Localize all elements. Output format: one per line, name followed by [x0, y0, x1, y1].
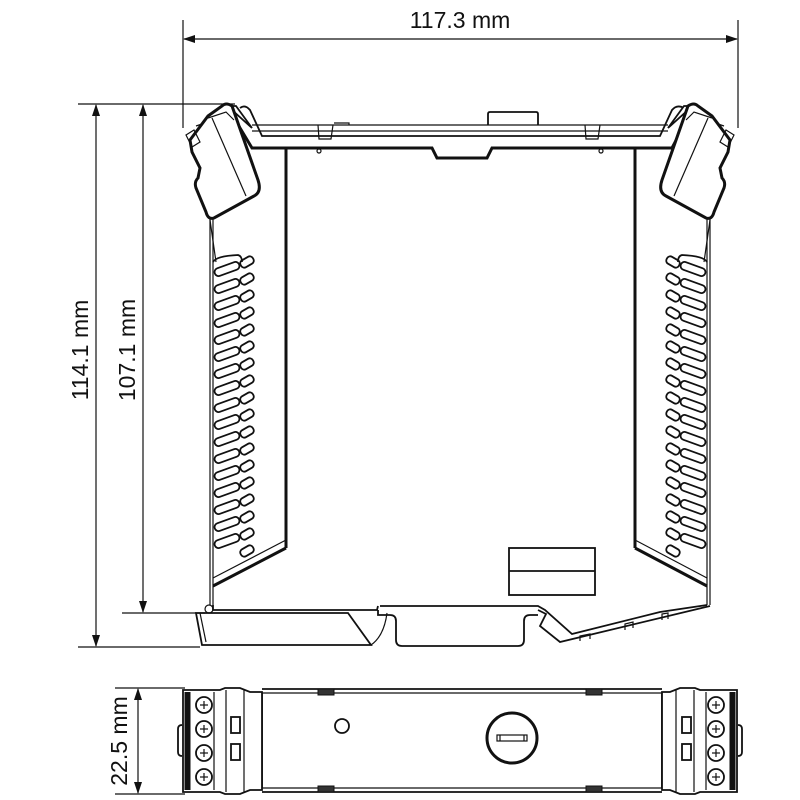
screw-icon	[195, 720, 213, 738]
screw-icon	[195, 744, 213, 762]
led-indicator	[334, 718, 350, 734]
screw-icon	[195, 768, 213, 786]
rotary-switch	[485, 711, 539, 765]
top-view	[177, 687, 743, 795]
left-terminal-top	[177, 687, 263, 795]
test-socket	[681, 743, 692, 761]
dimension-height-total: 114.1 mm	[67, 103, 235, 648]
screw-icon	[707, 696, 725, 714]
side-view	[185, 102, 735, 647]
test-socket	[230, 716, 241, 734]
dimension-width: 117.3 mm	[182, 7, 739, 128]
dimension-label-height-total: 114.1 mm	[67, 300, 93, 401]
left-terminal-block	[185, 102, 261, 220]
label-plate	[508, 547, 596, 596]
dimension-label-depth: 22.5 mm	[106, 696, 132, 785]
right-terminal-top	[661, 687, 743, 795]
screw-icon	[707, 744, 725, 762]
dimension-depth: 22.5 mm	[106, 687, 185, 795]
right-terminal-block	[659, 102, 735, 220]
right-vent-grille	[634, 218, 711, 605]
top-tab	[487, 111, 539, 125]
test-socket	[230, 743, 241, 761]
screw-icon	[195, 696, 213, 714]
din-rail-foot	[194, 604, 711, 647]
test-socket	[681, 716, 692, 734]
left-vent-grille	[209, 218, 287, 605]
dimension-label-width: 117.3 mm	[410, 7, 511, 33]
screw-icon	[707, 720, 725, 738]
dimension-height-body: 107.1 mm	[114, 104, 205, 614]
dimension-label-height-body: 107.1 mm	[114, 299, 140, 401]
screw-icon	[707, 768, 725, 786]
